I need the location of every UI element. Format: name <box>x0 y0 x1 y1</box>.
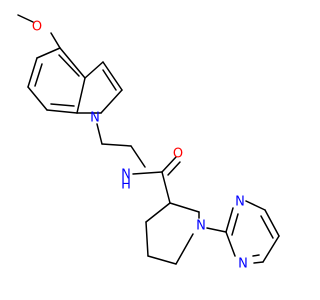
bond-pip-c3-c2 <box>169 202 200 213</box>
bond-carbonyl-c3 <box>161 171 171 204</box>
bond-n1-ch2a <box>96 123 103 145</box>
bond-methyl-o <box>17 14 34 23</box>
carbonyl-oxygen-label: O <box>173 147 183 162</box>
bond-c3-c2 <box>102 61 123 91</box>
amide-hydrogen-label: H <box>121 178 131 193</box>
bond-pip-n-pyr-c2 <box>206 227 227 233</box>
bond-c4-c5 <box>36 47 61 59</box>
bond-carbonyl-o-2 <box>167 161 181 176</box>
bond-c7a-c3a <box>76 77 86 114</box>
bond-pip-n1-c6 <box>175 233 194 265</box>
bond-c3a-c4-inner <box>58 54 80 77</box>
bond-ch2b-nh <box>130 145 146 168</box>
bond-o-c4 <box>50 32 61 49</box>
bond-pyr-n3-c4 <box>245 200 266 211</box>
bond-pyr-c2-n3 <box>225 207 234 233</box>
bond-ch2a-ch2b <box>101 143 132 147</box>
bond-pip-c5-c4 <box>145 221 149 257</box>
pyrimidine-nitrogen-top-label: N <box>235 195 245 210</box>
bond-c2-n1 <box>100 89 123 114</box>
bond-pyr-c2-n3-inner <box>231 213 239 236</box>
pyrimidine-nitrogen-bottom-label: N <box>238 257 248 272</box>
piperidine-nitrogen-label: N <box>196 219 206 234</box>
bond-c6-c7 <box>27 86 48 111</box>
bond-c7-c7a-inner <box>50 103 75 107</box>
bond-c5-c6 <box>27 57 38 88</box>
bond-pip-c6-c5 <box>147 255 177 265</box>
bond-c3a-c3 <box>84 61 104 79</box>
amide-nitrogen-label: N <box>121 168 131 183</box>
structure-canvas: O N N H O N N N <box>17 14 280 272</box>
bond-c7-c7a <box>46 109 78 114</box>
indole-nitrogen-label: N <box>90 111 100 126</box>
bond-carbonyl-o-1 <box>161 156 177 173</box>
bond-pyr-c6-n1-inner <box>252 254 260 257</box>
bond-pyr-c5-c6 <box>262 235 280 263</box>
bond-nh-carbonyl <box>132 171 163 175</box>
bond-pyr-c6-n1 <box>253 261 264 264</box>
bond-pyr-c4-c5 <box>264 209 280 237</box>
bond-pyr-n1-c2 <box>225 231 236 257</box>
bond-pyr-c4-c5-inner <box>260 215 274 239</box>
methoxy-oxygen-label: O <box>32 20 42 35</box>
bond-pip-c4-c3 <box>145 202 171 223</box>
molecule-drawing: O N N H O N N N <box>17 14 280 272</box>
bond-c3-c2-inner <box>102 69 117 91</box>
bond-c3a-c4 <box>59 47 86 79</box>
bond-c5-c6-inner <box>34 63 43 87</box>
